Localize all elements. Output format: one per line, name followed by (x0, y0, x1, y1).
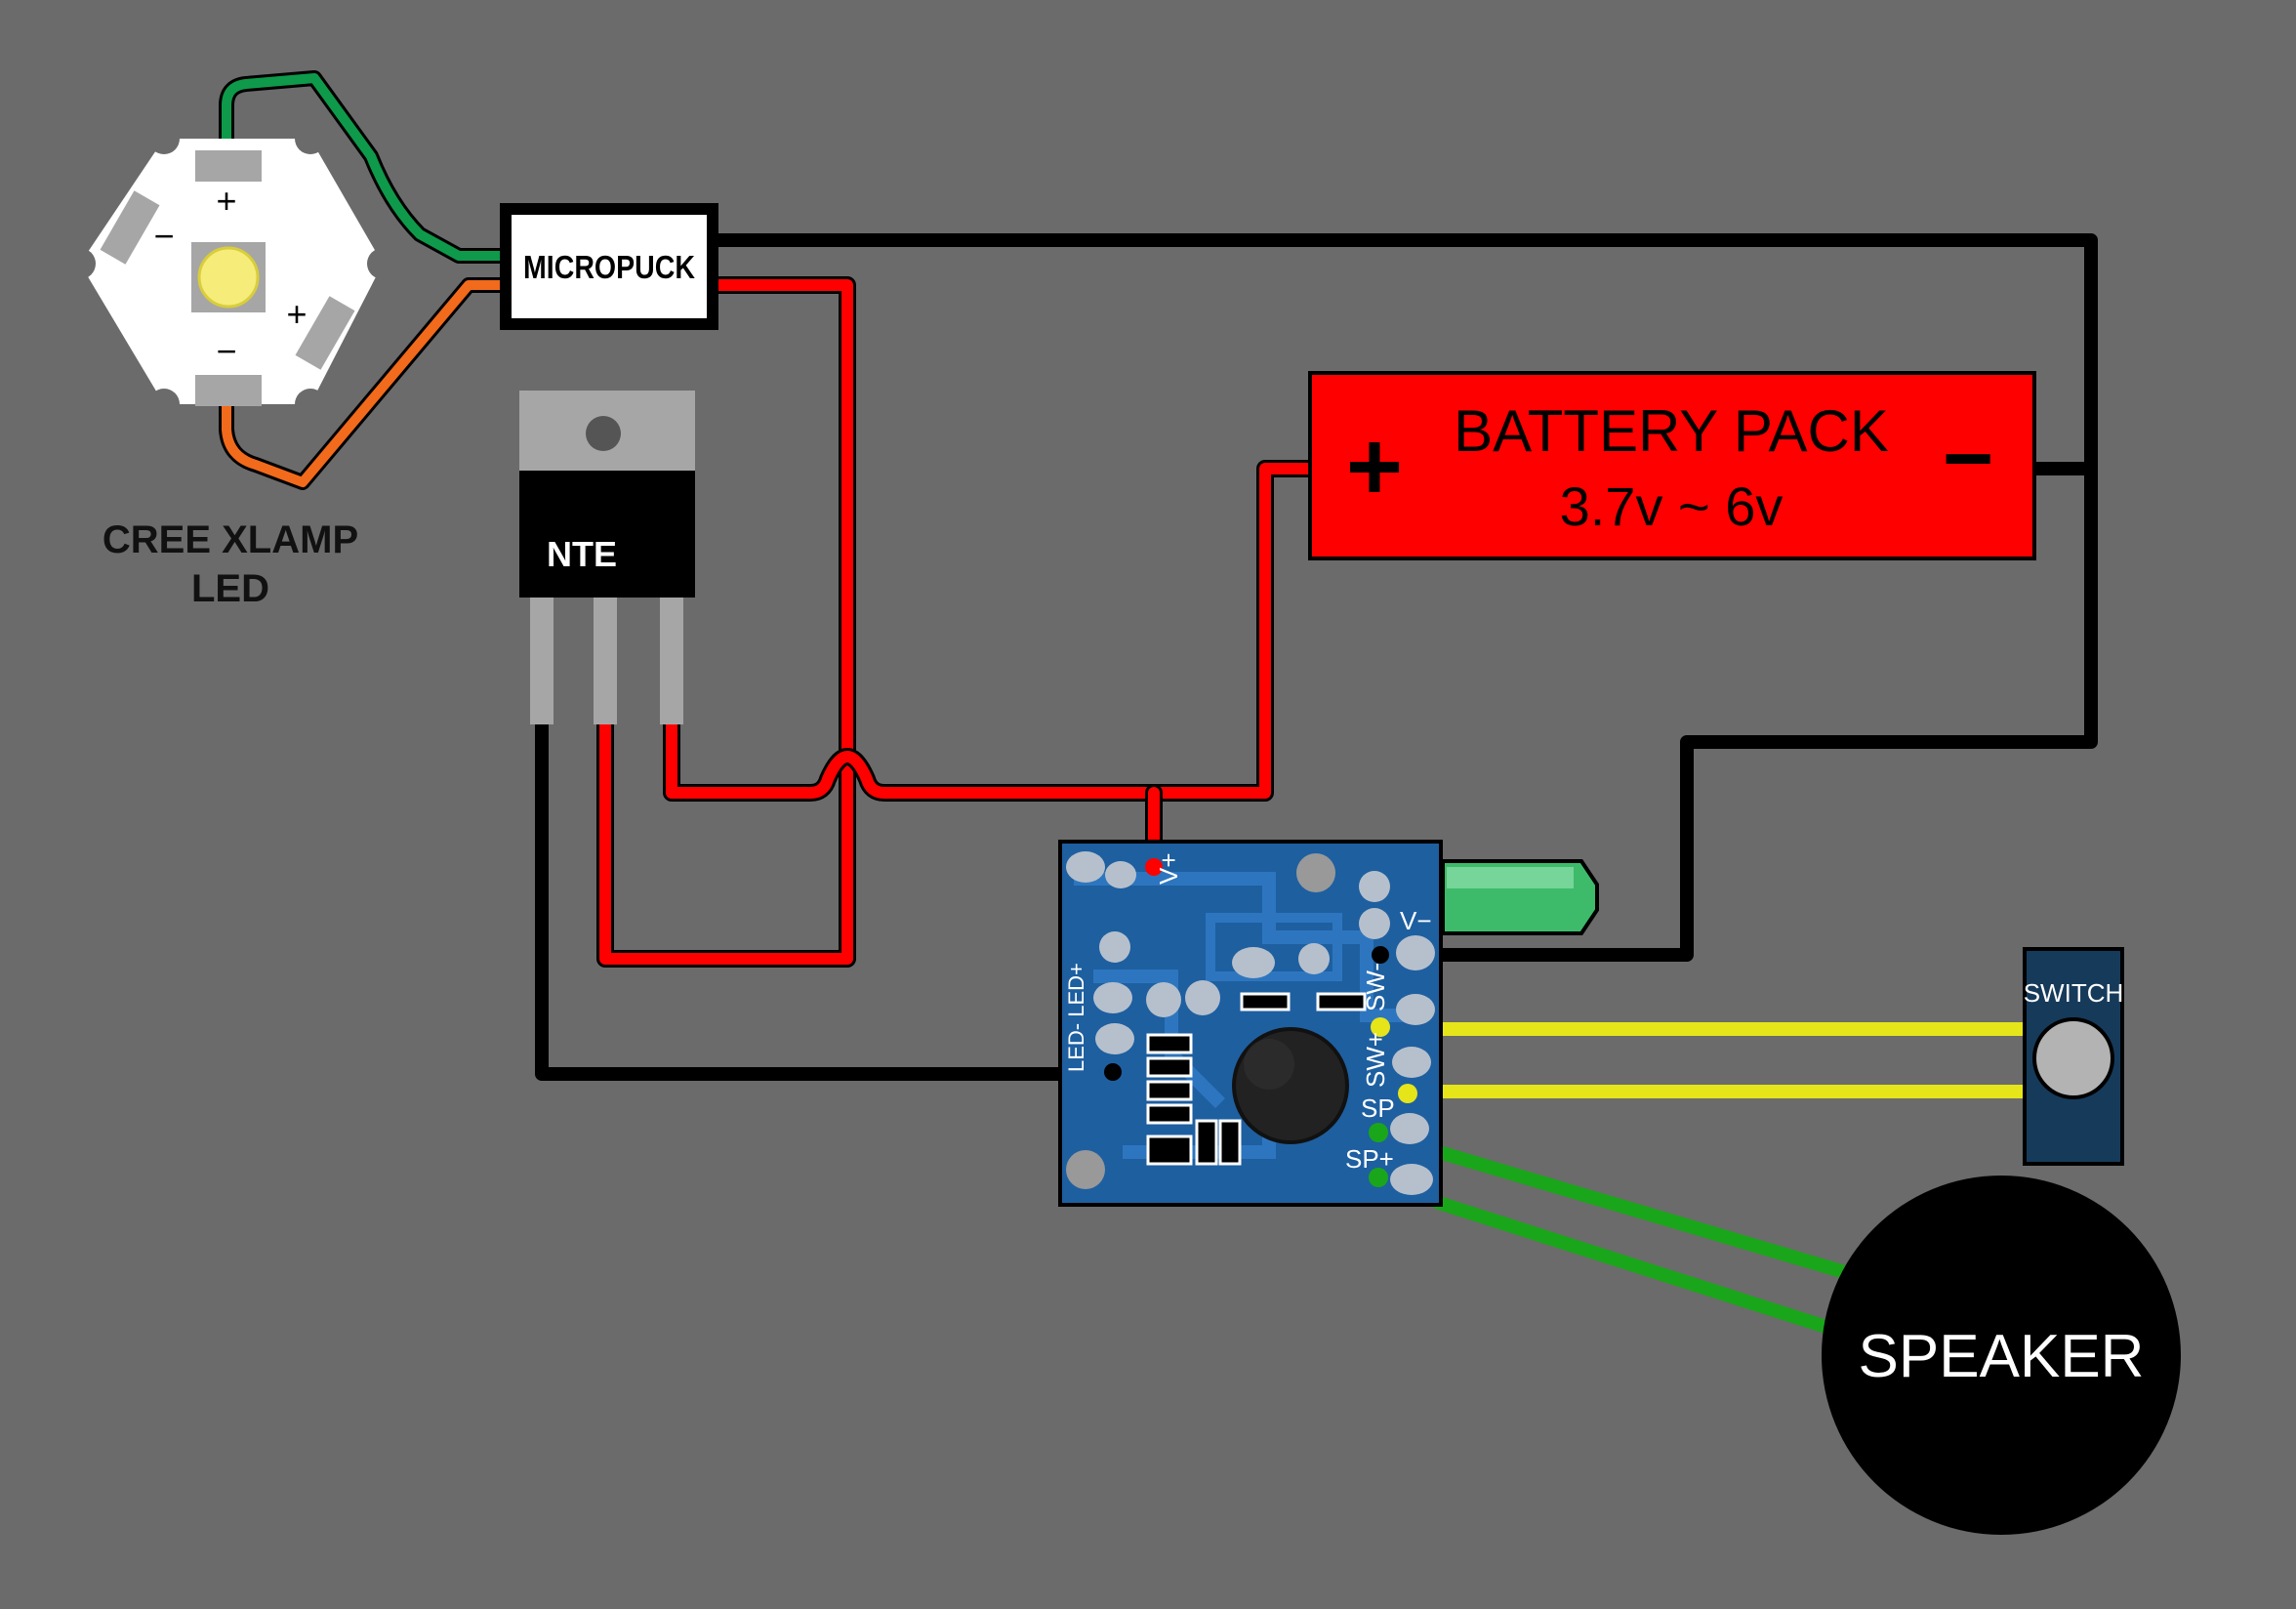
pin-v-plus-dot (1145, 858, 1163, 876)
pin-v-plus-label: V+ (1154, 852, 1183, 885)
led-pad-top-sign: + (216, 181, 236, 221)
wires (219, 70, 2098, 1337)
battery-plus-sign: + (1346, 412, 1403, 521)
wire-red-loop (599, 279, 853, 965)
wire-speaker-minus (1432, 1145, 1862, 1282)
led-notch (295, 123, 326, 154)
board-mount-hole (1066, 1150, 1105, 1189)
speaker-label: SPEAKER (1859, 1323, 2145, 1390)
pin-sw-plus-label: SW+ (1361, 1032, 1390, 1088)
wire-speaker-plus (1432, 1196, 1842, 1337)
pin-led-dot (1104, 1063, 1122, 1081)
regulator-hole (586, 416, 621, 451)
cree-led: + − + − CREE XLAMP LED (64, 123, 398, 610)
led-pad-left-sign: − (153, 216, 174, 256)
wire-led-minus (222, 280, 511, 487)
battery-minus-sign: − (1943, 410, 1994, 508)
pin-sw-minus-dot (1371, 1017, 1390, 1037)
led-pad-bottom-sign: − (216, 331, 236, 371)
regulator-pin-middle (594, 598, 617, 724)
led-pad-top (195, 150, 262, 182)
led-pad-bottom (195, 375, 262, 406)
led-notch (64, 248, 96, 279)
led-notch (367, 248, 398, 279)
led-pad-left (100, 190, 160, 265)
board-pin-labels: V+ V− SW- SW+ SP SP+ LED- LED+ (1064, 852, 1432, 1174)
wire-ground-main (706, 233, 2098, 962)
wire-red-battery (666, 463, 1314, 799)
pin-sw-minus-label: SW- (1361, 963, 1390, 1011)
led-notch (295, 389, 326, 420)
switch: SWITCH (2023, 947, 2124, 1166)
speaker-body (1822, 1176, 2181, 1535)
speaker: SPEAKER (1822, 1176, 2181, 1535)
battery-voltage: 3.7v ~ 6v (1560, 475, 1784, 537)
regulator-body (519, 471, 695, 598)
regulator-pin-right (660, 598, 683, 724)
micropuck-box (500, 203, 718, 330)
battery-body (1308, 371, 2036, 560)
switch-label: SWITCH (2024, 978, 2124, 1008)
sound-board: V+ V− SW- SW+ SP SP+ LED- LED+ (1058, 840, 1443, 1207)
switch-button (2032, 1017, 2114, 1099)
solder-blobs (1066, 851, 1435, 1195)
micropuck: MICROPUCK (500, 203, 718, 330)
pin-sp-minus-label: SP (1361, 1093, 1395, 1123)
board-chip-highlight (1244, 1039, 1294, 1090)
regulator-label: NTE (547, 534, 617, 574)
wire-led-plus (222, 73, 511, 261)
pin-sp-plus-dot (1369, 1168, 1388, 1187)
led-notch (148, 389, 180, 420)
battery-title: BATTERY PACK (1454, 398, 1889, 464)
board-mount-hole (1296, 853, 1335, 892)
board-components (1146, 992, 1367, 1166)
wire-regulator-gnd (535, 716, 1069, 1081)
pin-v-minus-dot (1372, 946, 1389, 964)
board-chip-blob (1232, 1027, 1349, 1144)
board-trace (1074, 872, 1425, 1022)
nte-regulator: NTE (519, 391, 695, 724)
led-label-line1: CREE XLAMP (102, 518, 358, 561)
indicator-shine (1447, 867, 1574, 888)
micropuck-label: MICROPUCK (523, 249, 695, 285)
led-notch (148, 123, 180, 154)
pin-sp-minus-dot (1369, 1123, 1388, 1142)
led-emitter (197, 246, 260, 309)
pin-led-label: LED- LED+ (1064, 963, 1088, 1072)
board-trace (1206, 913, 1342, 981)
regulator-pin-left (530, 598, 554, 724)
led-pad-right (295, 296, 355, 370)
board-indicator (1441, 859, 1599, 935)
pin-v-minus-label: V− (1400, 906, 1432, 935)
pin-sp-plus-label: SP+ (1345, 1144, 1394, 1174)
pin-sw-plus-dot (1398, 1084, 1417, 1103)
led-label-line2: LED (191, 567, 269, 610)
battery-pack: BATTERY PACK 3.7v ~ 6v + − (1308, 371, 2036, 560)
led-pad-right-sign: + (286, 294, 307, 334)
